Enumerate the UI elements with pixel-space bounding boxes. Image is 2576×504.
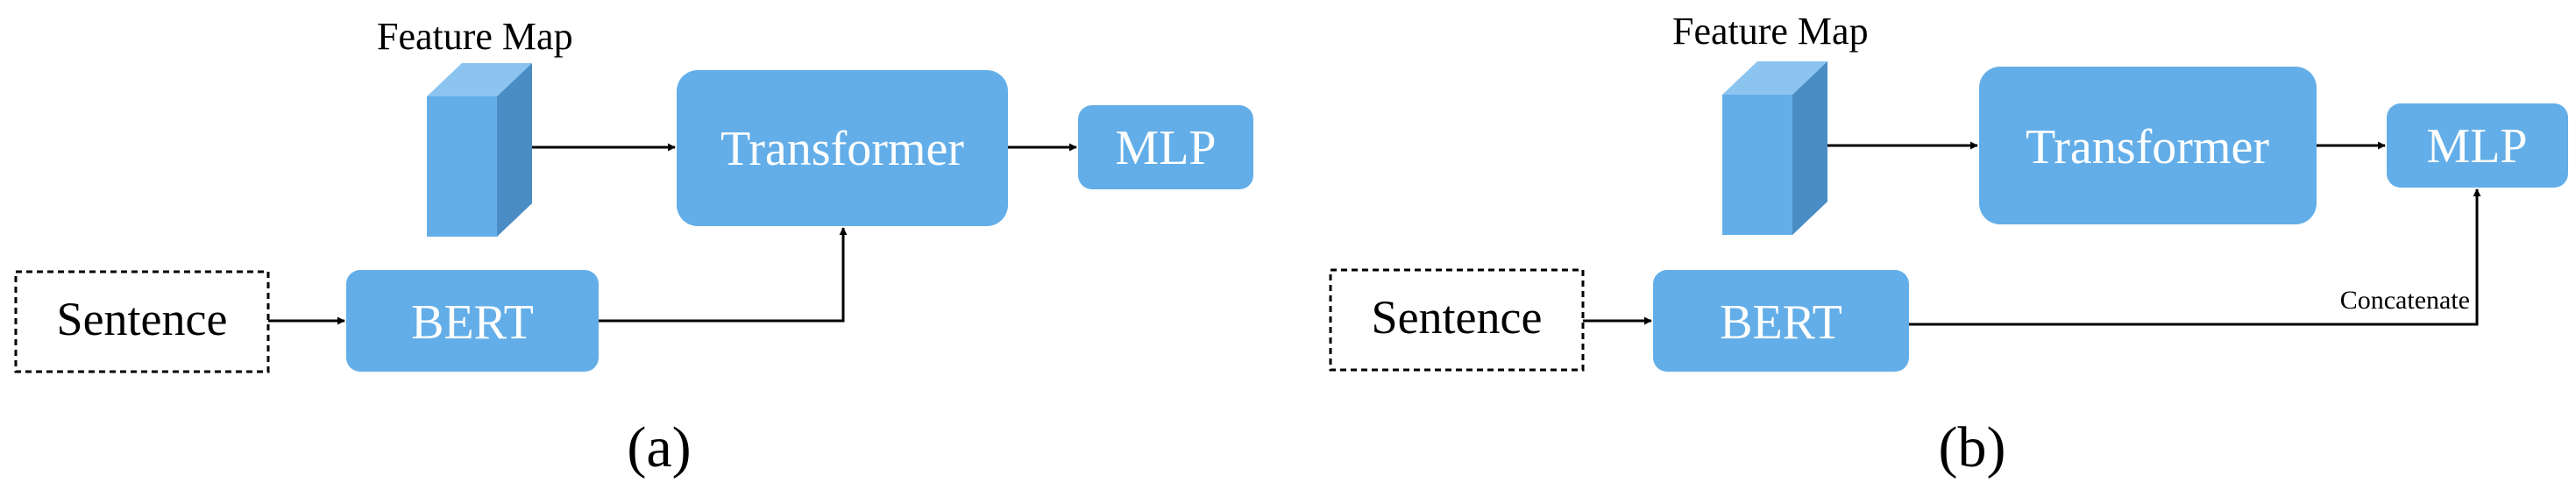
panel-a-mlp-label: MLP [1115, 121, 1216, 175]
panel-a-transformer-box: Transformer [677, 70, 1008, 226]
panel-b-bert-label: BERT [1720, 295, 1842, 350]
panel-b-feature-map-label: Feature Map [1672, 10, 1869, 53]
panel-a-mlp-box: MLP [1078, 105, 1253, 189]
panel-b: Feature Map Transformer MLP Sentence BER… [1329, 10, 2568, 479]
panel-b-arrow-bert-to-mlp [1909, 188, 2481, 326]
panel-a-bert-box: BERT [346, 270, 599, 372]
panel-a-feature-map-label: Feature Map [377, 15, 573, 58]
panel-a-transformer-label: Transformer [720, 122, 964, 176]
panel-a-sentence-label: Sentence [57, 293, 228, 345]
panel-b-transformer-box: Transformer [1979, 67, 2317, 224]
panel-b-sentence-label: Sentence [1372, 291, 1543, 344]
panel-b-transformer-label: Transformer [2026, 120, 2269, 174]
panel-b-cube-front [1722, 95, 1792, 235]
panel-b-mlp-box: MLP [2387, 103, 2568, 188]
panel-a-caption: (a) [627, 415, 691, 479]
panel-a-cube-side [497, 63, 532, 237]
panel-a: Feature Map Transformer MLP Sentence BER… [14, 15, 1253, 479]
panel-a-arrow-bert-to-transformer [599, 227, 848, 323]
panel-a-feature-map-cube [427, 63, 532, 237]
panel-a-bert-label: BERT [411, 295, 534, 350]
panel-b-bert-box: BERT [1653, 270, 1909, 372]
panel-b-concatenate-label: Concatenate [2340, 286, 2470, 315]
panel-a-sentence-box: Sentence [14, 270, 270, 373]
panel-b-caption: (b) [1939, 415, 2006, 479]
panel-b-mlp-label: MLP [2426, 119, 2527, 174]
panel-b-cube-side [1792, 61, 1827, 235]
panel-b-feature-map-cube [1722, 61, 1827, 235]
panel-a-cube-front [427, 96, 497, 237]
panel-b-sentence-box: Sentence [1329, 268, 1585, 372]
